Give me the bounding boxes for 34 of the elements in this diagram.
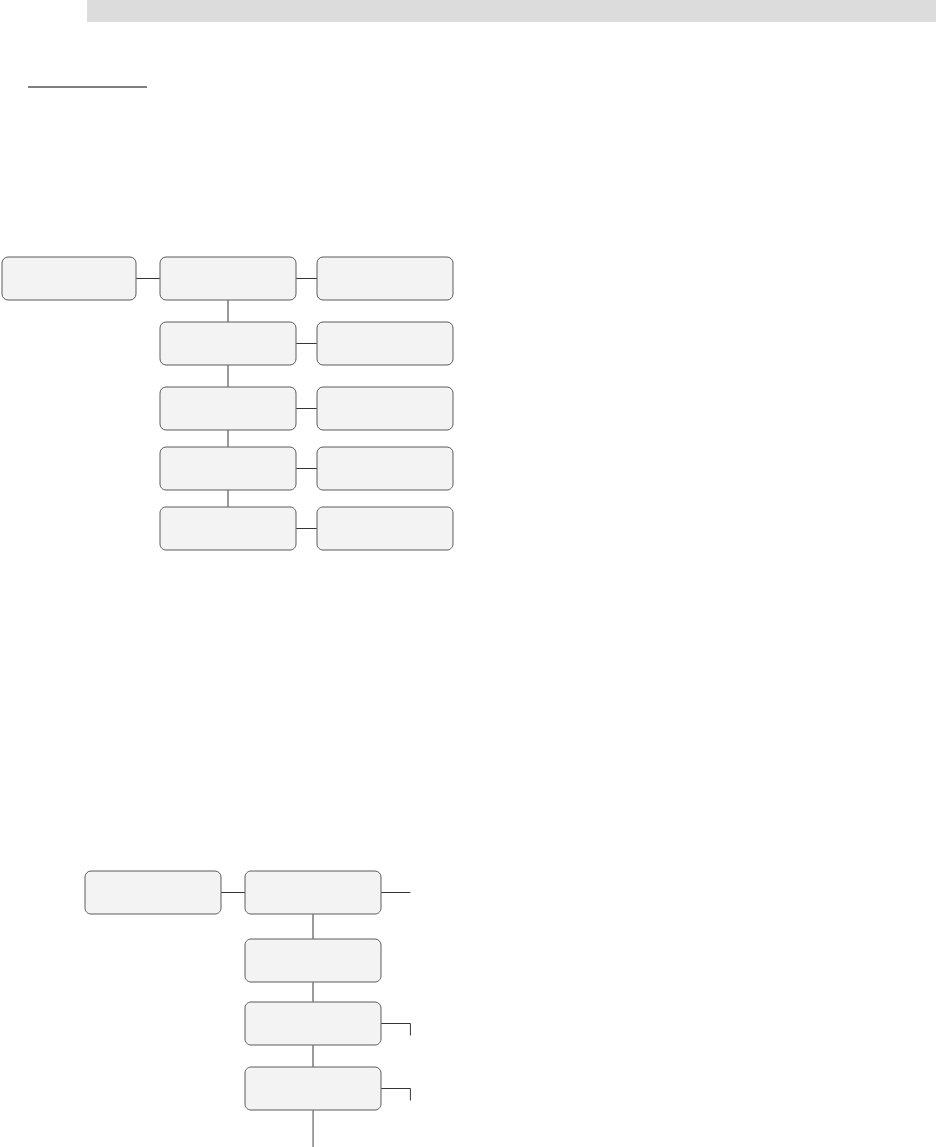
- process-node: [159, 256, 297, 301]
- connector-line: [381, 892, 411, 893]
- connector-line: [312, 1045, 314, 1067]
- process-node: [244, 1001, 382, 1046]
- connector-line: [312, 982, 314, 1002]
- process-node: [244, 938, 382, 983]
- connector-line: [381, 1023, 411, 1036]
- process-node: [244, 1066, 382, 1111]
- connector-line: [312, 914, 314, 939]
- process-node: [159, 506, 297, 551]
- process-node: [316, 386, 454, 431]
- process-node: [316, 446, 454, 491]
- process-node: [316, 506, 454, 551]
- process-node: [159, 446, 297, 491]
- connector-line: [227, 365, 229, 387]
- process-node: [316, 256, 454, 301]
- connector-line: [381, 1088, 411, 1101]
- connector-line: [227, 300, 229, 322]
- connector-line: [296, 343, 317, 344]
- connector-line: [296, 528, 317, 529]
- connector-line: [136, 278, 160, 279]
- process-node: [159, 386, 297, 431]
- connector-line: [227, 490, 229, 507]
- connector-line: [221, 892, 245, 893]
- process-node: [159, 321, 297, 366]
- connector-line: [296, 468, 317, 469]
- process-node: [84, 870, 222, 915]
- process-node: [316, 321, 454, 366]
- process-node: [1, 256, 137, 301]
- connector-line: [227, 430, 229, 447]
- process-node: [244, 870, 382, 915]
- connector-line: [312, 1110, 314, 1147]
- connector-line: [296, 408, 317, 409]
- connector-line: [296, 278, 317, 279]
